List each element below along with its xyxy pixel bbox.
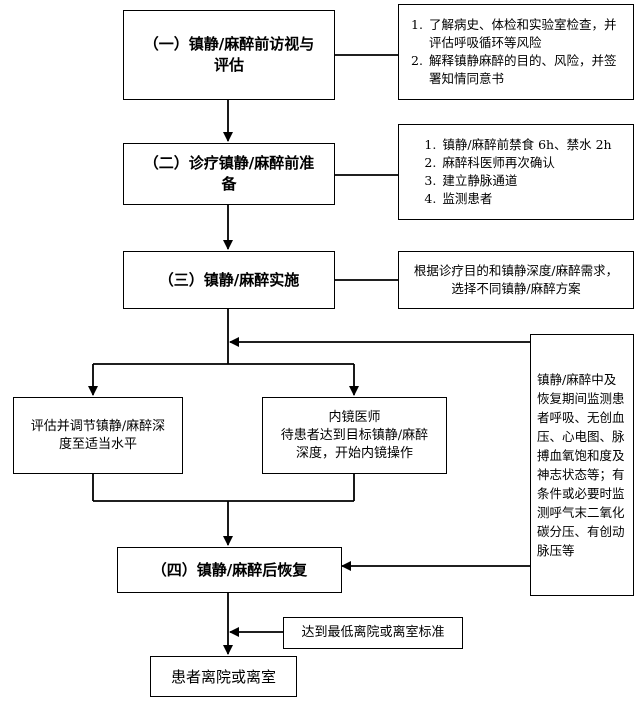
left-branch-text: 评估并调节镇静/麻醉深度至适当水平 bbox=[30, 418, 166, 452]
assess-item: 2.解释镇静麻醉的目的、风险，并签署知情同意书 bbox=[411, 53, 617, 86]
assess-note-box: 1.了解病史、体检和实验室检查，并评估呼吸循环等风险 2.解释镇静麻醉的目的、风… bbox=[398, 4, 634, 100]
monitor-note-box: 镇静/麻醉中及恢复期间监测患者呼吸、无创血压、心电图、脉搏血氧饱和度及神志状态等… bbox=[530, 334, 634, 596]
final-box: 患者离院或离室 bbox=[150, 656, 297, 697]
prep-note-box: 1.镇静/麻醉前禁食 6h、禁水 2h 2.麻醉科医师再次确认 3.建立静脉通道… bbox=[398, 124, 634, 220]
implement-note-box: 根据诊疗目的和镇静深度/麻醉需求，选择不同镇静/麻醉方案 bbox=[398, 251, 634, 309]
discharge-note-text: 达到最低离院或离室标准 bbox=[301, 625, 445, 640]
step2-box: （二）诊疗镇静/麻醉前准备 bbox=[123, 143, 335, 205]
right-branch-title: 内镜医师 bbox=[328, 409, 381, 425]
prep-item: 2.麻醉科医师再次确认 bbox=[424, 155, 555, 170]
assess-note-list: 1.了解病史、体检和实验室检查，并评估呼吸循环等风险 2.解释镇静麻醉的目的、风… bbox=[411, 16, 623, 88]
step4-box: （四）镇静/麻醉后恢复 bbox=[117, 547, 342, 593]
prep-item: 1.镇静/麻醉前禁食 6h、禁水 2h bbox=[424, 137, 612, 152]
step3-label: （三）镇静/麻醉实施 bbox=[158, 270, 300, 289]
left-branch-box: 评估并调节镇静/麻醉深度至适当水平 bbox=[13, 397, 183, 474]
step2-label: （二）诊疗镇静/麻醉前准备 bbox=[143, 154, 315, 193]
right-branch-text: 待患者达到目标镇静/麻醉深度，开始内镜操作 bbox=[280, 427, 429, 461]
step1-box: （一）镇静/麻醉前访视与评估 bbox=[123, 10, 335, 100]
prep-item: 4.监测患者 bbox=[424, 191, 493, 206]
right-branch-box: 内镜医师 待患者达到目标镇静/麻醉深度，开始内镜操作 bbox=[262, 397, 447, 474]
monitor-note-text: 镇静/麻醉中及恢复期间监测患者呼吸、无创血压、心电图、脉搏血氧饱和度及神志状态等… bbox=[537, 372, 625, 558]
final-label: 患者离院或离室 bbox=[170, 668, 276, 686]
implement-note-text: 根据诊疗目的和镇静深度/麻醉需求，选择不同镇静/麻醉方案 bbox=[413, 263, 619, 296]
assess-item: 1.了解病史、体检和实验室检查，并评估呼吸循环等风险 bbox=[411, 17, 617, 50]
step4-label: （四）镇静/麻醉后恢复 bbox=[151, 560, 308, 579]
step3-box: （三）镇静/麻醉实施 bbox=[123, 251, 335, 309]
prep-item: 3.建立静脉通道 bbox=[424, 173, 518, 188]
prep-note-list: 1.镇静/麻醉前禁食 6h、禁水 2h 2.麻醉科医师再次确认 3.建立静脉通道… bbox=[424, 136, 611, 208]
discharge-note-box: 达到最低离院或离室标准 bbox=[283, 617, 463, 649]
step1-label: （一）镇静/麻醉前访视与评估 bbox=[143, 35, 315, 74]
